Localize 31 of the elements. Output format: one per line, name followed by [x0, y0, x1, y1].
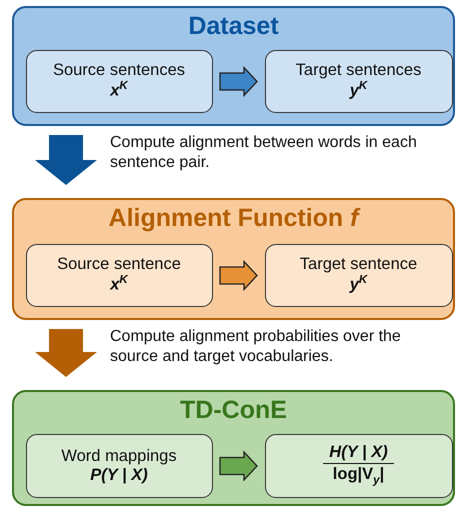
stage-panel [12, 198, 455, 320]
math-expression: y$^{K}$ [350, 80, 368, 101]
content-box [26, 244, 212, 306]
box-label: Source sentence [57, 255, 181, 274]
block-arrow [35, 329, 97, 377]
box-label: Word mappings [61, 446, 177, 466]
content-box [264, 50, 452, 112]
stage-title: Alignment Function f [108, 204, 362, 233]
content-box [26, 434, 212, 498]
block-arrow [219, 260, 258, 292]
content-box [264, 434, 452, 498]
edge-label: Compute alignment between words in each sentence pair. [110, 133, 418, 173]
block-arrow [219, 450, 258, 482]
stage-title: Dataset [187, 12, 280, 41]
stage-panel [12, 390, 455, 506]
math-expression: P(Y | X) [90, 466, 148, 484]
fraction-denominator: log|V$_{y}$| [332, 464, 384, 488]
box-label: Source sentences [52, 61, 186, 80]
block-arrow [219, 66, 258, 98]
math-expression: x$^{K}$ [110, 274, 128, 295]
edge-label: Compute alignment probabilities over the source and target vocabularies. [110, 327, 402, 367]
content-box [264, 244, 452, 306]
box-label: Target sentences [296, 61, 422, 80]
box-label: Target sentence [300, 255, 418, 274]
stage-panel [12, 6, 455, 126]
math-expression: x$^{K}$ [110, 80, 128, 101]
math-expression: y$^{K}$ [350, 274, 368, 295]
stage-title: TD-ConE [179, 396, 288, 425]
block-arrow [35, 135, 97, 185]
content-box [26, 50, 212, 112]
fraction-numerator: H(Y | X) [323, 443, 394, 464]
